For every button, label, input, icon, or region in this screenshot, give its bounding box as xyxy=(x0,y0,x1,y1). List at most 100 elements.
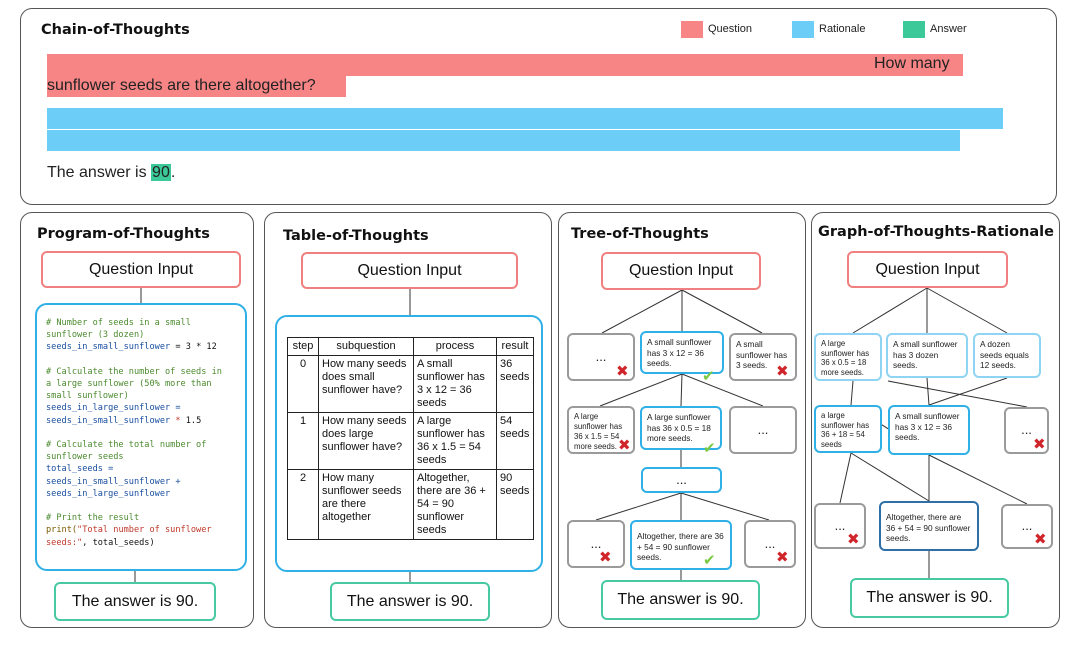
cot-answer-prefix: The answer is xyxy=(47,164,152,181)
cot-title: Chain-of-Thoughts xyxy=(41,22,190,38)
legend-rationale-label: Rationale xyxy=(819,23,866,35)
tree-l1-node-3: A small sunflower has 3 seeds. xyxy=(729,333,797,381)
check-icon: ✔ xyxy=(703,552,716,569)
graph-l2-node-1: a large sunflower has 36 + 18 = 54 seeds xyxy=(814,405,882,453)
tree-question-input: Question Input xyxy=(601,252,761,290)
tree-l4-node-2: Altogether, there are 36 + 54 = 90 sunfl… xyxy=(630,520,732,570)
question-highlight-line2 xyxy=(47,76,346,97)
code-line: # Calculate the total number of xyxy=(46,439,237,451)
graph-l1-node-1: A large sunflower has 36 x 0.5 = 18 more… xyxy=(814,333,882,381)
question-text-line2: sunflower seeds are there altogether? xyxy=(47,77,316,94)
tree-edge-l3-l4c xyxy=(680,492,770,521)
code-token: sunflower seeds xyxy=(46,452,124,463)
code-line: seeds_in_small_sunflower + xyxy=(46,476,237,488)
code-line: # Print the result xyxy=(46,512,237,524)
tree-edge-q-l1c xyxy=(681,289,763,334)
tab-question-input: Question Input xyxy=(301,252,518,289)
code-token: # Calculate the total number of xyxy=(46,440,207,451)
tree-edge-l3-l4a xyxy=(595,492,682,521)
table-cell-subquestion: How many seeds does large sunflower have… xyxy=(318,412,414,470)
code-token: seeds_in_large_sunflower = xyxy=(46,403,181,414)
reject-icon: ✖ xyxy=(618,437,631,454)
reject-icon: ✖ xyxy=(847,531,860,548)
tree-edge-l1-l2b xyxy=(680,373,683,407)
tree-edge-l1-l2a xyxy=(599,373,683,407)
graph-edge-6 xyxy=(839,452,852,504)
code-token: sunflower (3 dozen) xyxy=(46,330,145,341)
code-line: seeds_in_large_sunflower xyxy=(46,488,237,500)
graph-l1-node-3: A dozen seeds equals 12 seeds. xyxy=(973,333,1041,378)
code-token: , total_seeds) xyxy=(82,537,155,548)
graph-title: Graph-of-Thoughts-Rationale xyxy=(818,224,1054,240)
tree-l2-node-3: ... xyxy=(729,406,797,454)
pot-question-input: Question Input xyxy=(41,251,241,288)
tree-l4-node-3: ... xyxy=(744,520,796,568)
table-header-row: step subquestion process result xyxy=(287,337,534,356)
tree-title: Tree-of-Thoughts xyxy=(571,226,709,242)
table-cell-step: 2 xyxy=(287,469,319,540)
graph-edge-3 xyxy=(928,377,1008,406)
code-token: "Total number of sunflower xyxy=(77,525,212,536)
tree-answer: The answer is 90. xyxy=(601,580,760,620)
code-line: print("Total number of sunflower xyxy=(46,524,237,536)
question-highlight-line1 xyxy=(47,54,963,76)
reject-icon: ✖ xyxy=(776,549,789,566)
reject-icon: ✖ xyxy=(616,363,629,380)
reject-icon: ✖ xyxy=(599,549,612,566)
rationale-highlight-line2 xyxy=(47,130,960,151)
legend-question-swatch xyxy=(681,21,703,38)
table-cell-result: 54 seeds xyxy=(496,412,534,470)
cot-answer-value: 90 xyxy=(151,164,171,181)
reject-icon: ✖ xyxy=(776,363,789,380)
tree-edge-q-l1a xyxy=(601,289,683,334)
code-token: # Print the result xyxy=(46,513,140,524)
tab-title: Table-of-Thoughts xyxy=(283,228,429,244)
tree-l1-node-1: ... xyxy=(567,333,635,381)
tree-l1-node-2: A small sunflower has 3 x 12 = 36 seeds. xyxy=(640,331,724,374)
tab-connectors xyxy=(409,289,411,582)
tab-answer: The answer is 90. xyxy=(330,582,490,621)
code-token: print( xyxy=(46,525,78,536)
code-line: seeds:", total_seeds) xyxy=(46,537,237,549)
code-line: seeds_in_large_sunflower = xyxy=(46,402,237,414)
graph-l3-node-3: ... xyxy=(1001,504,1053,549)
graph-question-input: Question Input xyxy=(847,251,1008,288)
code-token: seeds_in_small_sunflower xyxy=(46,342,171,353)
cot-panel xyxy=(20,8,1057,205)
table-cell-process: A large sunflower has 36 x 1.5 = 54 seed… xyxy=(413,412,497,470)
code-token: = 3 * 12 xyxy=(175,342,217,353)
pot-answer: The answer is 90. xyxy=(54,582,216,621)
code-token: total_seeds = xyxy=(46,464,114,475)
tab-table-frame xyxy=(275,315,543,572)
legend-question-label: Question xyxy=(708,23,753,35)
table-row: 2 How many sunflower seeds are there alt… xyxy=(287,469,534,540)
pot-title: Program-of-Thoughts xyxy=(37,226,210,242)
table-cell-step: 1 xyxy=(287,412,319,470)
code-token: a large sunflower (50% more than xyxy=(46,379,212,390)
graph-edge-7 xyxy=(850,452,930,502)
graph-l2-node-3: ... xyxy=(1004,407,1049,454)
question-text-line1: How many xyxy=(874,55,950,72)
table-cell-subquestion: How many sunflower seeds are there altog… xyxy=(318,469,414,540)
cot-answer-sentence: The answer is 90. xyxy=(47,164,175,182)
tree-l3-node: ... xyxy=(641,467,722,493)
reject-icon: ✖ xyxy=(1033,436,1046,453)
code-line: sunflower (3 dozen) xyxy=(46,329,237,341)
tree-l2-node-2: A large sunflower has 36 x 0.5 = 18 more… xyxy=(640,406,722,450)
code-line: a large sunflower (50% more than xyxy=(46,378,237,390)
graph-edge-q-l1c xyxy=(926,287,1008,334)
code-line: seeds_in_small_sunflower * 1.5 xyxy=(46,415,237,427)
code-token: seeds_in_large_sunflower xyxy=(46,488,171,499)
tree-l2-node-1: A large sunflower has 36 x 1.5 = 54 more… xyxy=(567,406,635,454)
table-cell-result: 90 seeds xyxy=(496,469,534,540)
code-token: seeds:" xyxy=(46,537,83,548)
table-cell-subquestion: How many seeds does small sunflower have… xyxy=(318,355,414,413)
code-line: total_seeds = xyxy=(46,463,237,475)
rationale-highlight-line1 xyxy=(47,108,1003,129)
pot-connectors xyxy=(134,288,142,582)
cot-answer-suffix: . xyxy=(170,164,176,181)
legend-rationale-swatch xyxy=(792,21,814,38)
check-icon: ✔ xyxy=(703,440,716,457)
